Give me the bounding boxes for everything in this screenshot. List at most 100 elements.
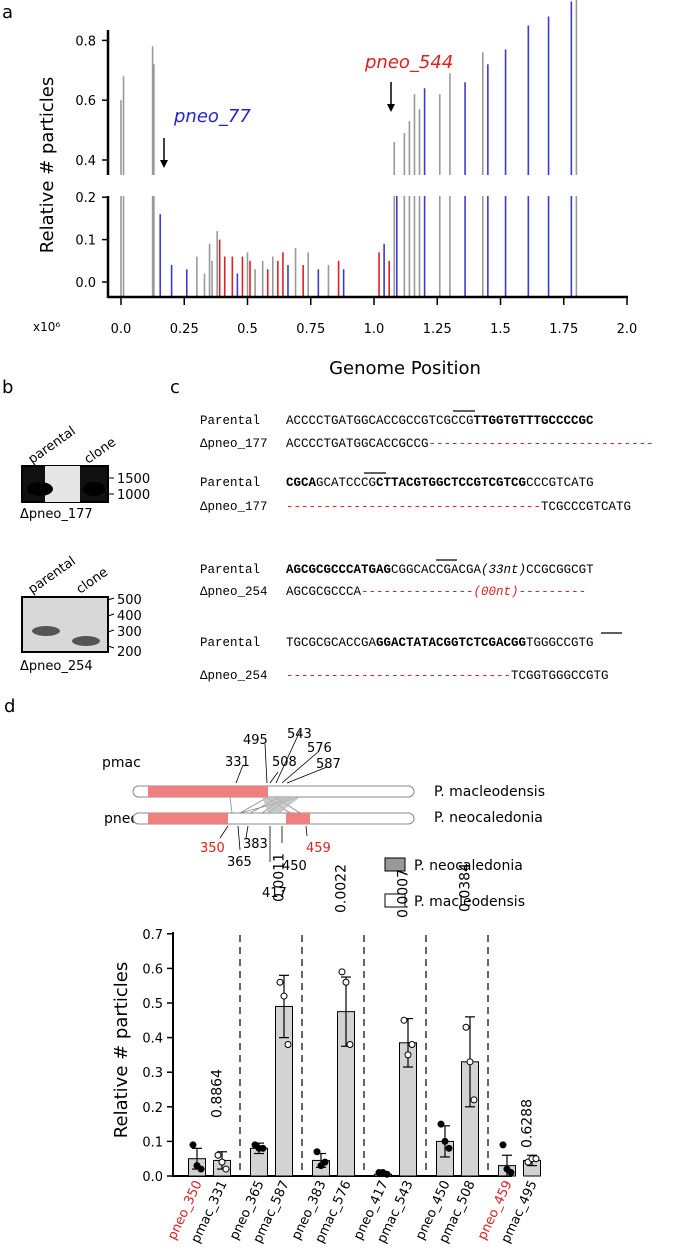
arrow-head-pneo-544	[387, 104, 395, 112]
arrow-head-pneo-77	[160, 160, 168, 168]
chart-a-xtick-label: 0.75	[296, 322, 325, 337]
legend-swatch-neocaledonia	[384, 857, 406, 872]
synteny-diagram: pmac pneo 331 495 508 543 576 587 350 36…	[102, 727, 545, 901]
gel-2-lane-clone: clone	[74, 565, 111, 597]
align-4-label-2: Δpneo_254	[200, 669, 268, 683]
chart-a-xtick-label: 1.0	[364, 322, 385, 337]
chart-d-pvalue: 0.6288	[520, 1099, 536, 1148]
synteny-species-1: P. macleodensis	[434, 784, 545, 800]
align-1-seq-2: ACCCCTGATGGCACCGCCG---------------------…	[286, 437, 654, 451]
chart-a: 0.40.60.81.00.00.10.2 0.00.250.50.751.01…	[33, 0, 637, 379]
chart-d-point	[189, 1141, 197, 1149]
synteny-region-pneo-1	[148, 813, 228, 824]
chart-d-point	[214, 1151, 222, 1159]
align-1-label-2: Δpneo_177	[200, 437, 268, 451]
chart-a-ytick-label: 0.6	[75, 94, 96, 109]
chart-d-pvalue: 0.0011	[272, 853, 288, 902]
chart-d-x-labels: pneo_350pmac_331pneo_365pmac_587pneo_383…	[165, 1178, 541, 1245]
panel-letter-b: b	[2, 377, 13, 398]
chart-d-point	[408, 1041, 416, 1049]
synteny-top-508: 508	[272, 755, 297, 770]
chart-d-point	[437, 1120, 445, 1128]
chart-d-point	[197, 1165, 205, 1173]
chart-d-point	[499, 1141, 507, 1149]
synteny-top-331: 331	[225, 755, 250, 770]
gel-2-marker-tick-500	[107, 597, 115, 601]
chart-a-y-label: Relative # particles	[37, 77, 58, 253]
chart-a-xtick-label: 1.25	[423, 322, 452, 337]
gel-2-marker-tick-400	[107, 613, 115, 617]
align-4-label-1: Parental	[200, 636, 260, 650]
chart-a-ytick-label: 0.1	[75, 234, 96, 249]
gel-1-lane-parental: parental	[26, 424, 79, 467]
chart-d-y-ticks: 0.00.10.20.30.40.50.60.7	[142, 928, 173, 1185]
chart-a-xtick-label: 0.25	[170, 322, 199, 337]
gel-2-marker-400: 400	[117, 609, 142, 624]
chart-d-point	[466, 1058, 474, 1066]
chart-a-xtick-label: 0.0	[111, 322, 132, 337]
synteny-row-pneo: pneo	[104, 811, 139, 827]
chart-d-pvalue: 0.8864	[210, 1069, 226, 1118]
synteny-bottom-459: 459	[306, 841, 331, 856]
align-4-seq-2: ------------------------------TCGGTGGGCC…	[286, 669, 609, 683]
chart-d-point	[346, 1041, 354, 1049]
chart-d-y-label: Relative # particles	[111, 962, 132, 1138]
synteny-top-576: 576	[307, 741, 332, 756]
synteny-bottom-350: 350	[200, 841, 225, 856]
annotation-pneo-77: pneo_77	[173, 106, 251, 127]
chart-a-x-multiplier: x10⁶	[33, 320, 60, 334]
chart-d-point	[532, 1155, 540, 1163]
chart-d-point	[383, 1170, 391, 1178]
align-2-label-1: Parental	[200, 476, 260, 490]
gel-2-marker-300: 300	[117, 625, 142, 640]
align-3-label-2: Δpneo_254	[200, 585, 268, 599]
chart-d-pvalue: 0.0022	[334, 864, 350, 913]
chart-d-point	[280, 992, 288, 1000]
align-1-seq-1: ACCCCTGATGGCACCGCCGTCGCCGTTGGTGTTTGCCCCG…	[286, 414, 594, 428]
gel-2-caption: Δpneo_254	[20, 659, 93, 674]
chart-d-point	[276, 978, 284, 986]
gel-2-band-parental	[32, 626, 60, 636]
synteny-top-495: 495	[243, 733, 268, 748]
gel-2-band-clone	[72, 636, 100, 646]
chart-d-point	[342, 978, 350, 986]
chart-d-point	[321, 1158, 329, 1166]
gel-1: parental clone 1500 1000 Δpneo_177	[20, 424, 150, 522]
panel-letter-d: d	[4, 696, 15, 717]
chart-d-ytick-label: 0.4	[142, 1032, 163, 1047]
chart-d-ytick-label: 0.2	[142, 1101, 163, 1116]
chart-d-point	[445, 1144, 453, 1152]
synteny-bottom-leaders	[219, 825, 308, 862]
synteny-bottom-365: 365	[227, 855, 252, 870]
gel-2-marker-200: 200	[117, 645, 142, 660]
chart-a-xtick-label: 2.0	[617, 322, 638, 337]
annotation-pneo-544: pneo_544	[364, 52, 453, 73]
align-2-label-2: Δpneo_177	[200, 500, 268, 514]
align-4-seq-1: TGCGCGCACCGAGGACTATACGGTCTCGACGGTGGGCCGT…	[286, 636, 594, 650]
chart-d-point	[222, 1165, 230, 1173]
chart-a-x-label: Genome Position	[329, 358, 481, 379]
chart-d-ytick-label: 0.0	[142, 1170, 163, 1185]
chart-d-point	[259, 1144, 267, 1152]
synteny-bottom-417: 417	[262, 886, 287, 901]
chart-d-ytick-label: 0.5	[142, 997, 163, 1012]
gel-2-marker-tick-300	[107, 629, 115, 633]
chart-d-point	[441, 1137, 449, 1145]
chart-a-xtick-label: 1.75	[549, 322, 578, 337]
chart-d-point	[404, 1051, 412, 1059]
gel-1-marker-1500: 1500	[117, 472, 150, 487]
gel-1-lane-clone: clone	[82, 435, 119, 467]
chart-d-pvalue: 0.0007	[396, 869, 412, 918]
chart-d-dividers	[239, 935, 489, 1176]
chart-d-ytick-label: 0.3	[142, 1066, 163, 1081]
chart-d-point	[400, 1016, 408, 1024]
panel-letter-a: a	[2, 2, 13, 23]
synteny-crossing	[262, 797, 300, 813]
chart-d-point	[507, 1169, 515, 1177]
align-1-label-1: Parental	[200, 414, 260, 428]
legend-swatch-macleodensis	[384, 893, 406, 908]
align-3-label-1: Parental	[200, 563, 260, 577]
